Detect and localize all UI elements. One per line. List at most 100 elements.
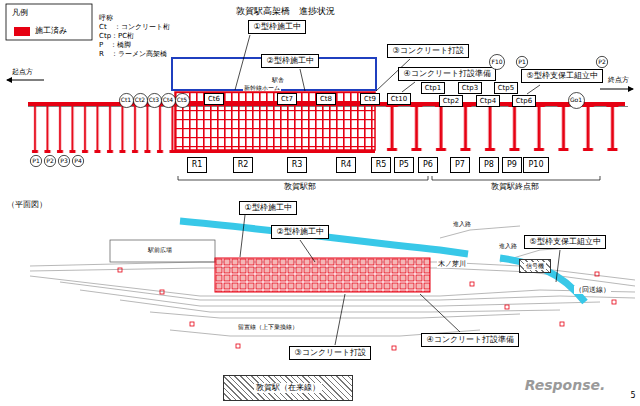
member-circle: P3 [58, 155, 70, 167]
leader-line [335, 294, 345, 345]
node-text: R2 [238, 160, 249, 170]
callout-box: ⑤型枠支保工組立中 [521, 69, 602, 83]
callout-box: ①型枠施工中 [239, 201, 296, 215]
girder-box: Ctp1 [421, 82, 446, 94]
circle-outline [596, 56, 607, 67]
node-text: P1 [32, 157, 39, 164]
node-text: P5 [399, 160, 409, 170]
signal-box: 信号機 [519, 259, 551, 272]
circle-outline [44, 155, 55, 166]
range-bracket [178, 176, 428, 180]
leader-line [556, 250, 560, 282]
callout-box: ③コンクリート打設 [387, 44, 468, 58]
direction-arrow [7, 80, 44, 81]
viaduct-plan [215, 258, 430, 292]
node-text: ②型枠施工中 [276, 227, 323, 237]
node-text: ①型枠施工中 [253, 22, 300, 32]
node-text: Ctp3 [462, 84, 479, 92]
node-text: ⑤型枠支保工組立中 [529, 237, 600, 247]
node-text: Ct6 [208, 95, 220, 103]
member-circle: P2 [44, 155, 56, 167]
node-text: P7 [455, 160, 465, 170]
legend-frame [6, 4, 92, 40]
circle-outline [72, 155, 83, 166]
node-text: 敦賀駅（在来線） [254, 383, 322, 393]
girder-box: Ct9 [360, 93, 380, 105]
node-text: P8 [484, 160, 494, 170]
member-circle: P2 [596, 56, 608, 68]
callout-box: ④コンクリート打設準備 [398, 67, 495, 81]
section-box: P8 [479, 157, 499, 173]
node-text: ③コンクリート打設 [294, 348, 365, 358]
diagram-label: 進入路 [498, 243, 518, 250]
circle-outline [161, 93, 175, 107]
node-text: ④コンクリート打設準備 [426, 335, 513, 345]
member-circle: Ct2 [133, 93, 148, 108]
circle-outline [489, 54, 504, 69]
leader-line [235, 35, 250, 90]
diagram-label: 凡例 [11, 8, 29, 17]
circle-outline [58, 155, 69, 166]
pier-marker [392, 346, 396, 350]
track [150, 312, 520, 318]
pier-marker [612, 300, 616, 304]
girder-box: Ct7 [277, 93, 297, 105]
section-box: P10 [523, 157, 548, 173]
diagram-title: 敦賀駅高架橋 進捗状況 [235, 6, 336, 16]
node-text: Ct4 [163, 96, 173, 103]
node-text: ①型枠施工中 [244, 203, 291, 213]
diagram-label: 駅前広場 [147, 247, 173, 254]
node-text: Ctp5 [498, 84, 515, 92]
callout-box: ③コンクリート打設 [289, 346, 370, 360]
pier-marker [505, 305, 509, 309]
girder-box: Ct10 [387, 93, 412, 105]
node-text: Ct2 [135, 96, 145, 103]
node-text: Ct7 [281, 95, 293, 103]
node-text: Ctp2 [443, 97, 460, 105]
track [120, 300, 560, 312]
circle-outline [568, 92, 584, 108]
node-text: Ct5 [177, 96, 187, 103]
diagram-label: P ：橋脚 [98, 41, 132, 49]
node-text: Go1 [570, 96, 582, 103]
member-circle: P4 [72, 155, 84, 167]
node-text: P2 [598, 58, 605, 65]
section-box: R3 [287, 157, 308, 173]
pier-marker [118, 268, 122, 272]
node-text: Ct1 [121, 96, 131, 103]
leader-line [527, 85, 540, 94]
river [180, 221, 585, 302]
member-circle: F10 [489, 54, 505, 70]
circle-outline [119, 93, 133, 107]
diagram-label: 木ノ芽川 [437, 260, 467, 268]
girder-box: Ctp2 [439, 95, 464, 107]
node-text: Ct10 [391, 95, 408, 103]
pier-marker [560, 322, 564, 326]
node-text: 信号機 [524, 262, 546, 269]
section-box: P6 [418, 157, 438, 173]
diagram-label: 駅舎 [271, 77, 285, 84]
member-circle: Ct4 [161, 93, 176, 108]
member-circle: Ct5 [175, 93, 190, 108]
node-text: Ctp4 [480, 97, 497, 105]
watermark: Response. [524, 377, 607, 393]
node-text: P6 [423, 160, 433, 170]
member-circle: Ct3 [147, 93, 162, 108]
pier-row [380, 104, 625, 152]
diagram-label: R ：ラーメン高架橋 [98, 50, 168, 58]
node-text: Ctp1 [425, 84, 442, 92]
section-box: R1 [187, 157, 208, 173]
member-circle: Go1 [568, 92, 585, 109]
section-box: R5 [371, 157, 392, 173]
section-box: R4 [336, 157, 357, 173]
node-text: F10 [491, 58, 502, 65]
diagram-label: 5 [629, 391, 636, 400]
section-box: P7 [450, 157, 470, 173]
node-text: ③コンクリート打設 [392, 46, 463, 56]
legend-swatch [14, 27, 30, 36]
circle-outline [516, 56, 527, 67]
pier-row [28, 106, 175, 154]
node-text: R1 [192, 160, 203, 170]
callout-box: ①型枠施工中 [248, 20, 305, 34]
